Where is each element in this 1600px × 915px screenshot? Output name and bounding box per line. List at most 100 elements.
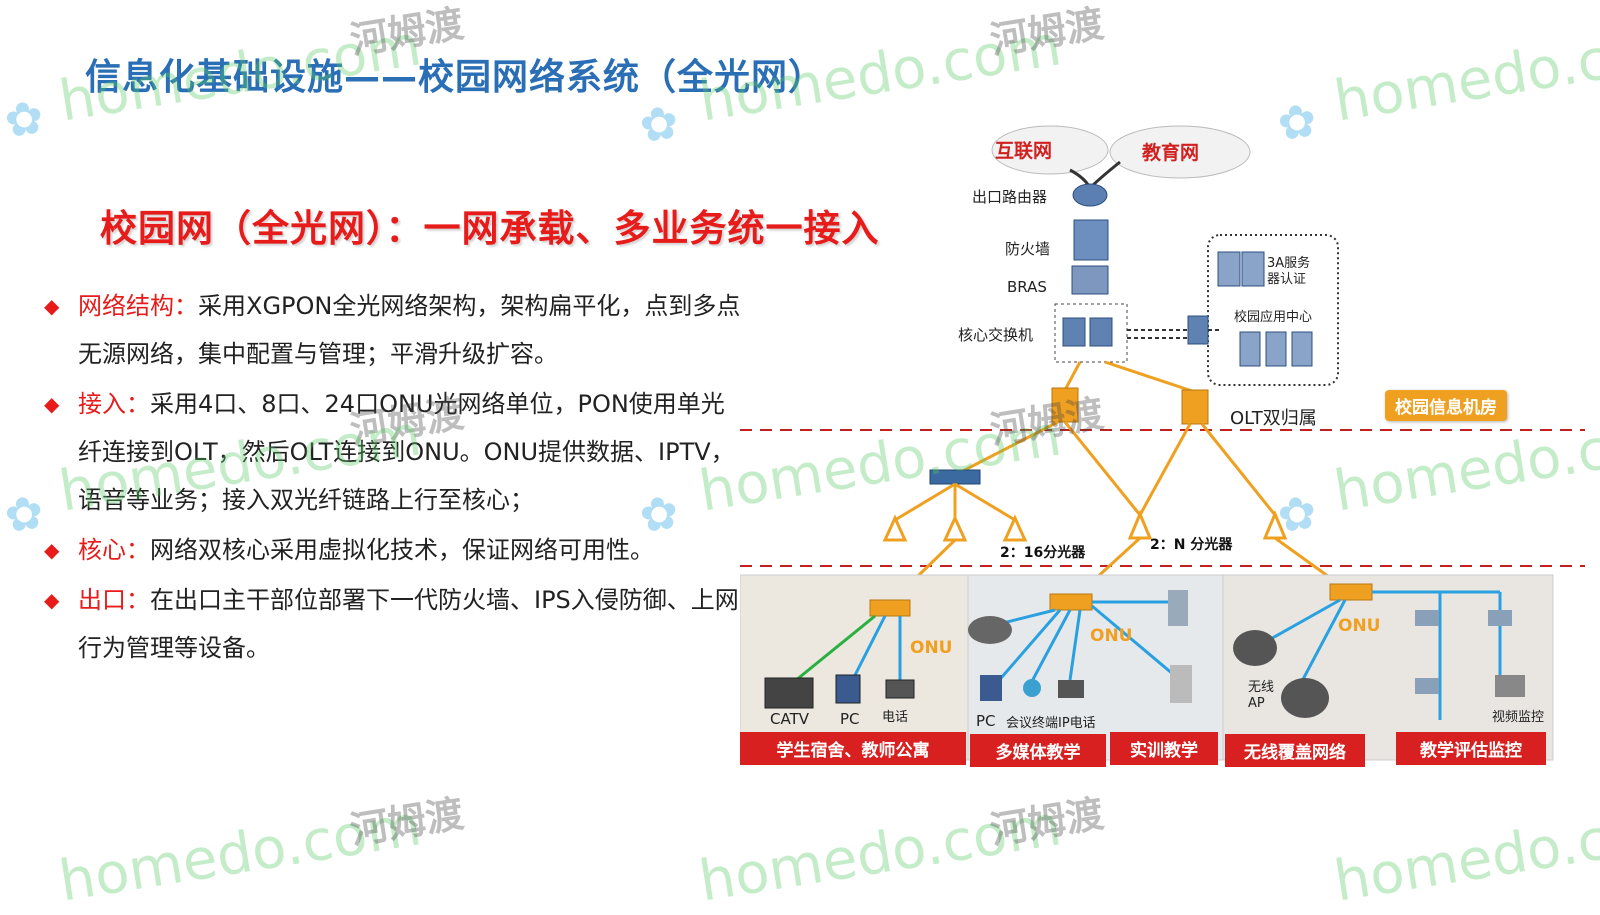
cloud-internet-label: 互联网 [995,140,1053,162]
conference-terminal-icon [1023,679,1041,697]
app-server-icon [1265,331,1287,367]
conference-label: 会议终端IP电话 [1006,716,1096,731]
bullet-network-structure: ◆ 网络结构：采用XGPON全光网络架构，架构扁平化，点到多点无源网络，集中配置… [42,282,742,378]
bullet-exit: ◆ 出口：在出口主干部位部署下一代防火墙、IPS入侵防御、上网行为管理等设备。 [42,576,742,672]
network-diagram-svg [740,125,1585,761]
app-server-icon [1291,331,1313,367]
camera-icon [1415,610,1439,626]
access-switch-icon [929,469,981,485]
server-room-label: 校园信息机房 [1385,390,1507,421]
watermark-brand: 河姆渡 [987,791,1107,853]
bottom-bar-dorm: 学生宿舍、教师公寓 [740,732,966,765]
onu-label: ONU [1090,626,1133,646]
diamond-bullet-icon: ◆ [44,588,60,612]
slide-subtitle: 校园网（全光网）：一网承载、多业务统一接入 [100,207,880,250]
bullet-label: 出口： [78,586,150,614]
diamond-bullet-icon: ◆ [44,538,60,562]
bullet-list: ◆ 网络结构：采用XGPON全光网络架构，架构扁平化，点到多点无源网络，集中配置… [42,282,742,674]
splitter-icon [942,514,968,542]
bullet-text: 在出口主干部位部署下一代防火墙、IPS入侵防御、上网行为管理等设备。 [78,586,739,662]
scene-dorm-panel [740,574,969,761]
network-diagram: 互联网 教育网 出口路由器 防火墙 BRAS 核心交换机 3A服务器认证 校园应… [740,120,1585,780]
watermark-logo-icon: ✿ [635,94,683,154]
olt-icon [1051,387,1079,423]
pc-label: PC [976,712,996,730]
watermark-site: homedo.com [54,793,426,915]
olt-icon [1181,389,1209,425]
watermark-logo-icon: ✿ [0,89,48,149]
camera-icon [1488,610,1512,626]
firewall-label: 防火墙 [1005,240,1051,258]
app-center-label: 校园应用中心 [1234,310,1313,325]
splitter-n-label: 2：N 分光器 [1150,537,1233,553]
camera-icon [1495,675,1525,697]
watermark-site: homedo.com [1329,13,1600,135]
cloud-internet-shape [991,125,1109,175]
olt-label: OLT双归属 [1230,408,1317,429]
splitter-icon [882,514,908,542]
splitter-icon [1002,514,1028,542]
diamond-bullet-icon: ◆ [44,392,60,416]
onu-device-icon [1049,593,1093,611]
core-switch-label: 核心交换机 [958,326,1034,344]
bras-label: BRAS [1007,278,1047,296]
tv-icon [764,677,814,709]
camera-label: 视频监控 [1492,710,1545,725]
pc-label: PC [840,710,860,728]
watermark-brand: 河姆渡 [347,791,467,853]
phone-label: 电话 [882,710,909,725]
router-label: 出口路由器 [972,188,1048,206]
cloud-edu-label: 教育网 [1142,142,1200,164]
firewall-icon [1073,219,1109,261]
watermark-site: homedo.com [694,793,1066,915]
watermark-site: homedo.com [1329,793,1600,915]
aaa-server-icon [1241,251,1265,287]
aaa-label: 3A服务器认证 [1267,256,1311,287]
watermark-logo-icon: ✿ [0,484,48,544]
splitter-icon [1262,510,1288,540]
pc-icon [980,675,1002,701]
core-switch-icon [1062,317,1086,347]
bullet-core: ◆ 核心：网络双核心采用虚拟化技术，保证网络可用性。 [42,526,742,574]
scene-wireless-panel [1222,574,1554,761]
splitter-icon [1127,510,1153,540]
core-switch-group-box [1054,303,1128,363]
bullet-label: 核心： [78,536,150,564]
server-switch-icon [1187,315,1209,345]
diamond-bullet-icon: ◆ [44,294,60,318]
wireless-ap-icon [1281,678,1329,718]
terminal-icon [1170,665,1192,703]
bullet-label: 网络结构： [78,292,198,320]
catv-label: CATV [770,710,809,728]
bottom-bar-monitoring: 教学评估监控 [1396,732,1546,765]
cloud-edu-shape [1109,125,1251,179]
watermark-brand: 河姆渡 [987,1,1107,63]
slide-title: 信息化基础设施——校园网络系统（全光网） [85,57,826,98]
onu-label: ONU [910,638,953,658]
bullet-access: ◆ 接入：采用4口、8口、24口ONU光网络单位，PON使用单光纤连接到OLT，… [42,380,742,524]
camera-icon [1415,678,1439,694]
splitter-16-label: 2：16分光器 [1000,545,1086,561]
app-server-icon [1239,331,1261,367]
wireless-ap-icon [1233,630,1277,666]
bras-icon [1071,265,1109,295]
bottom-bar-multimedia: 多媒体教学 [970,734,1106,767]
core-switch-icon [1089,317,1113,347]
phone-icon [885,679,915,699]
bullet-label: 接入： [78,390,150,418]
onu-device-icon [869,599,911,617]
ip-phone-icon [1058,680,1084,698]
bullet-text: 网络双核心采用虚拟化技术，保证网络可用性。 [150,536,654,564]
speaker-icon [968,616,1012,644]
router-icon [1072,183,1108,207]
kiosk-icon [1168,590,1188,626]
onu-device-icon [1329,583,1373,601]
onu-label: ONU [1338,616,1381,636]
bottom-bar-training: 实训教学 [1110,732,1218,765]
aaa-server-icon [1217,251,1241,287]
bullet-text: 采用XGPON全光网络架构，架构扁平化，点到多点无源网络，集中配置与管理；平滑升… [78,292,741,368]
bottom-bar-wireless: 无线覆盖网络 [1225,734,1365,767]
ap-label: 无线AP [1248,680,1275,711]
pc-icon [835,674,861,704]
bullet-text: 采用4口、8口、24口ONU光网络单位，PON使用单光纤连接到OLT，然后OLT… [78,390,735,514]
